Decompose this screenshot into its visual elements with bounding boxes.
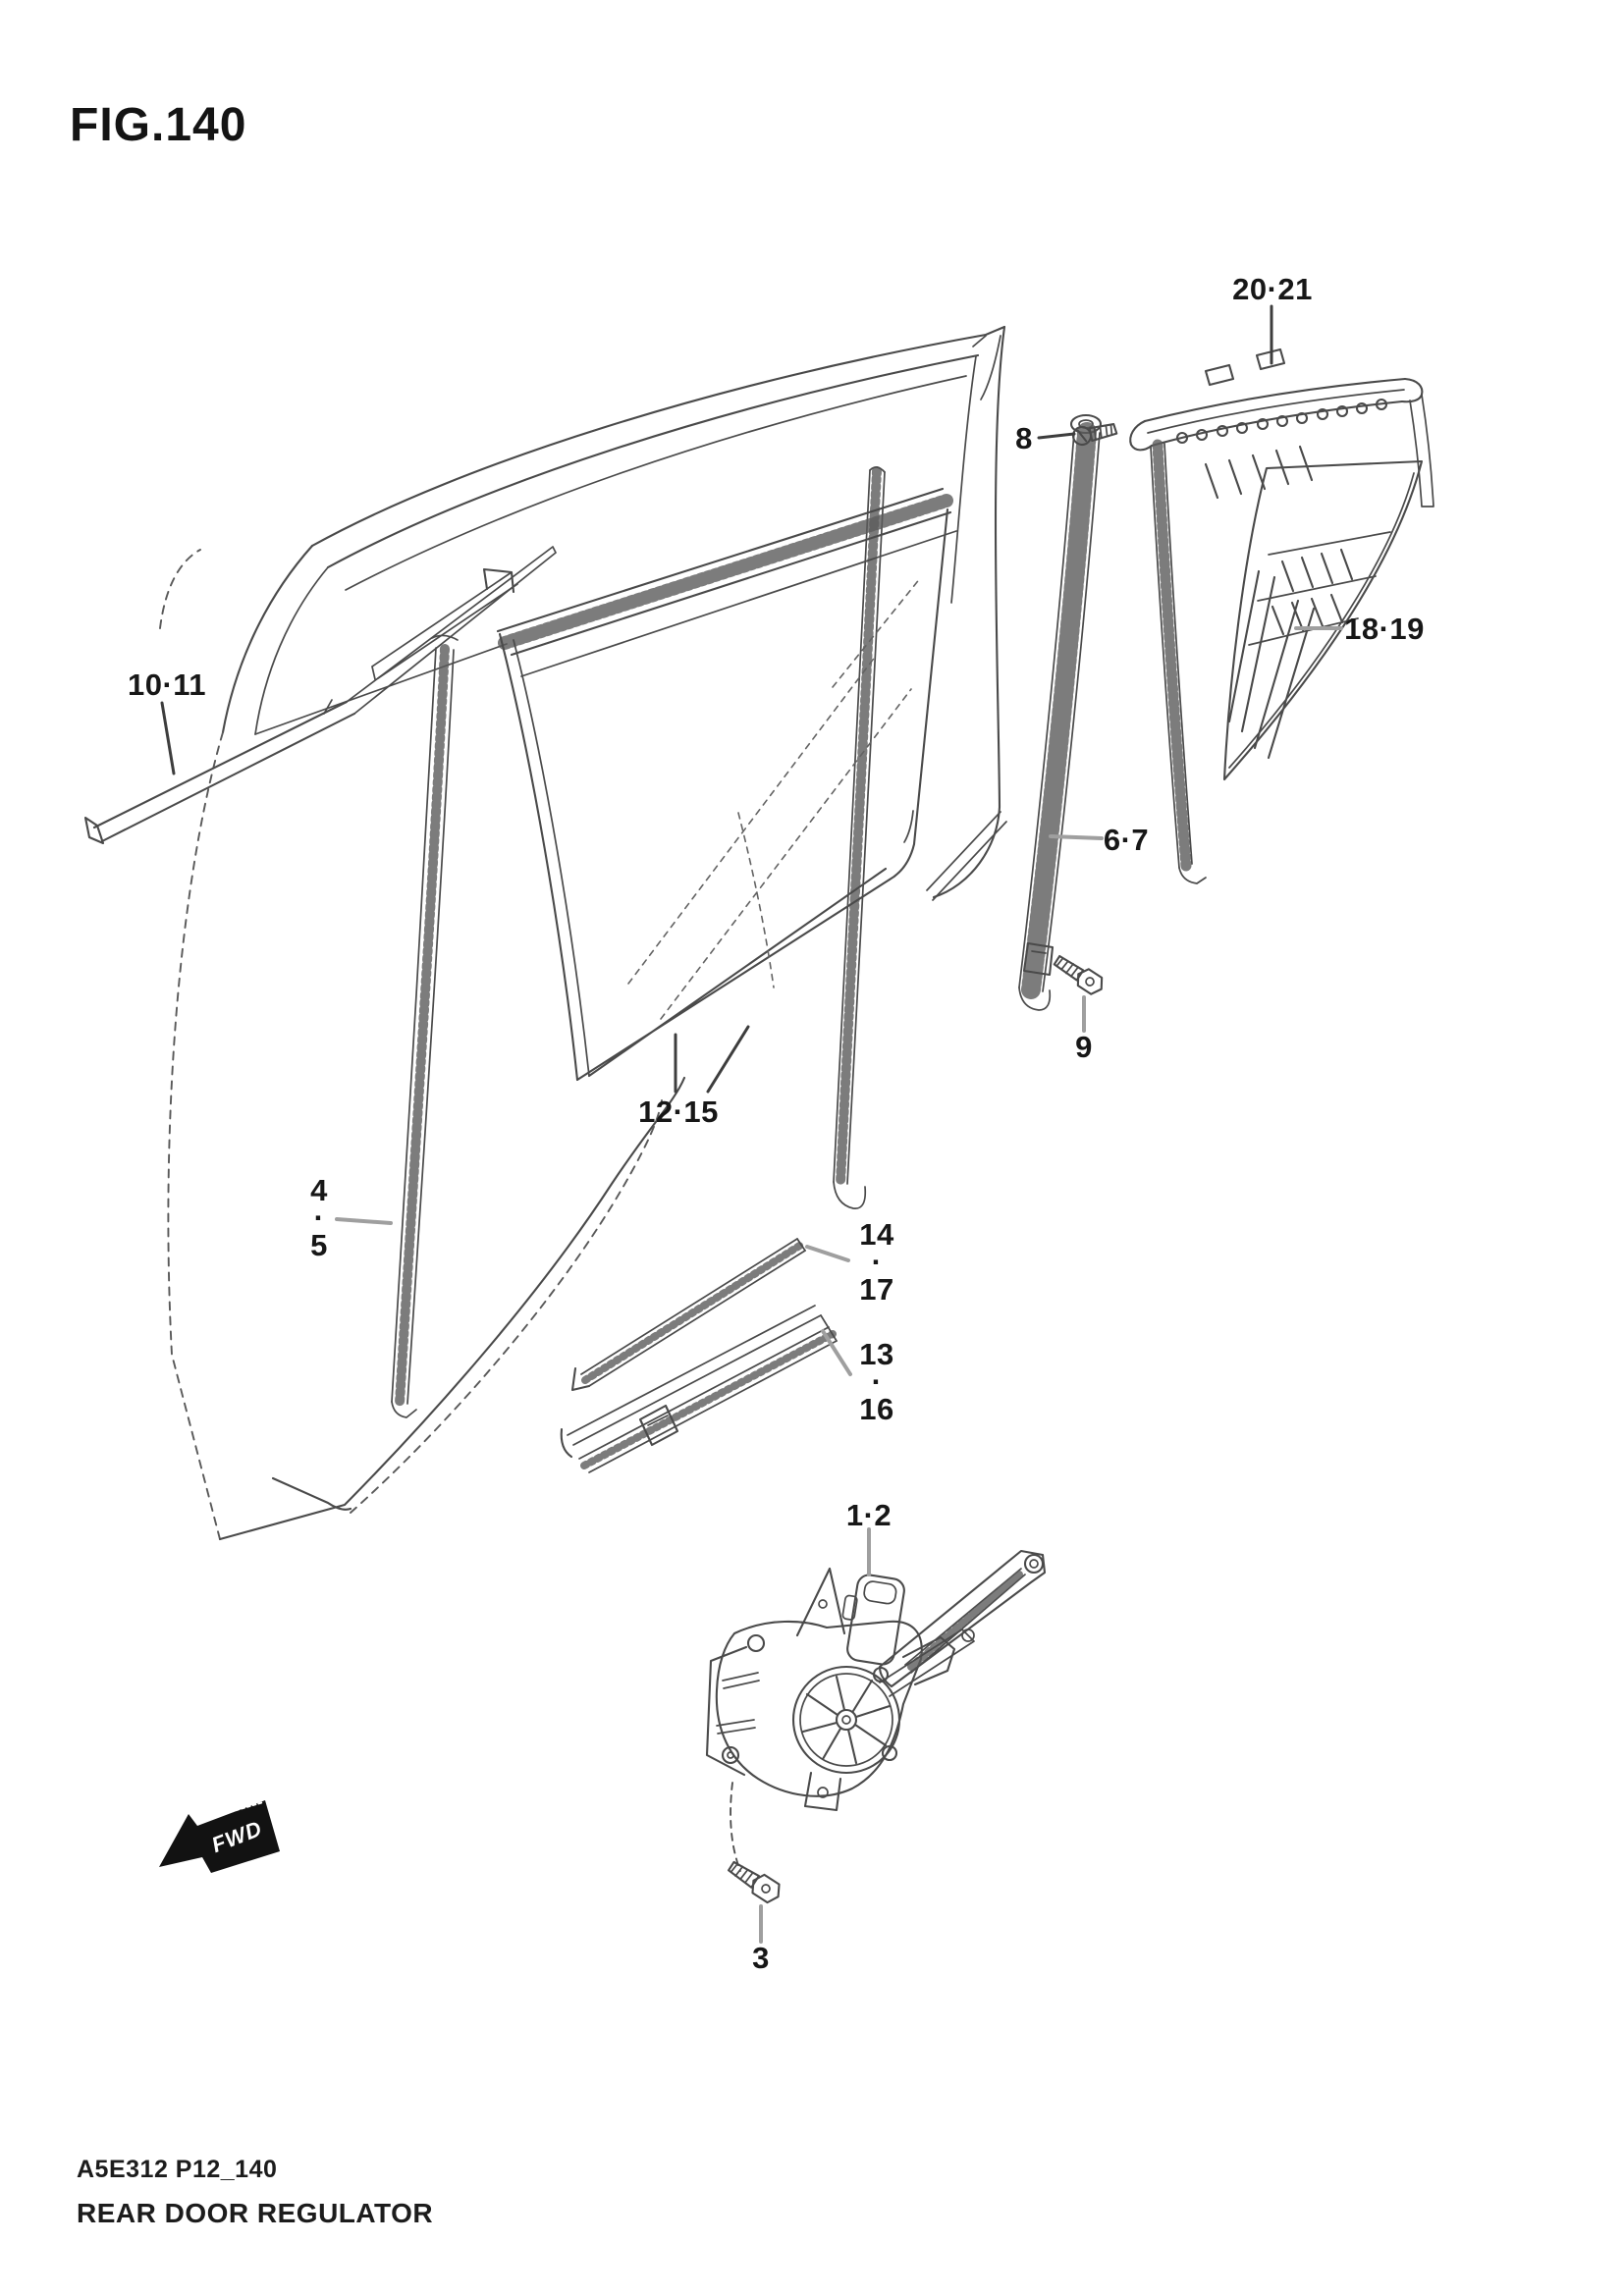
fwd-direction-flag: FWD xyxy=(159,1800,280,1873)
figure-title: FIG.140 xyxy=(70,99,247,151)
label-leader-lines xyxy=(160,304,1343,1944)
part-label-9: 9 xyxy=(1075,1030,1093,1064)
glass-hatching xyxy=(1204,445,1354,760)
window-regulator xyxy=(705,1549,1047,1812)
catalog-code: A5E312 P12_140 xyxy=(77,2156,278,2183)
bolt-3-hidden-leader xyxy=(730,1782,741,1872)
inner-belt-weatherstrip xyxy=(570,1238,806,1392)
figure-caption: REAR DOOR REGULATOR xyxy=(77,2198,434,2228)
belt-molding-part xyxy=(83,546,557,845)
outer-belt-weatherstrip xyxy=(560,1305,838,1473)
part-label-13-16: 13 · 16 xyxy=(859,1337,894,1426)
center-sash xyxy=(1018,413,1103,1011)
frame-teeth xyxy=(1175,398,1388,445)
door-panel-outline xyxy=(159,325,1007,1541)
fwd-arrow-icon xyxy=(159,1800,280,1873)
regulator-motor xyxy=(841,1574,905,1666)
quarter-window-frame xyxy=(1129,347,1434,884)
part-label-1-2: 1·2 xyxy=(845,1498,893,1532)
part-label-20-21: 20·21 xyxy=(1232,272,1313,306)
part-label-12-15: 12·15 xyxy=(638,1095,719,1129)
quarter-glass xyxy=(1204,445,1424,781)
front-glass-run xyxy=(391,634,459,1418)
rear-run-channel xyxy=(833,466,886,1209)
part-label-14-17: 14 · 17 xyxy=(859,1217,894,1307)
wheel-spokes xyxy=(801,1675,892,1765)
footer: A5E312 P12_140 REAR DOOR REGULATOR xyxy=(77,2156,433,2229)
screw-part-8 xyxy=(1071,422,1118,447)
part-label-10-11: 10·11 xyxy=(127,667,207,702)
part-label-4-5: 4 · 5 xyxy=(310,1173,328,1262)
part-label-18-19: 18·19 xyxy=(1344,612,1425,646)
door-glass xyxy=(482,487,957,1082)
part-label-3: 3 xyxy=(752,1941,770,1975)
bolt-part-3 xyxy=(728,1860,781,1904)
part-label-6-7: 6·7 xyxy=(1103,823,1150,857)
part-label-8: 8 xyxy=(1015,421,1033,455)
bolt-part-9 xyxy=(1053,954,1104,995)
